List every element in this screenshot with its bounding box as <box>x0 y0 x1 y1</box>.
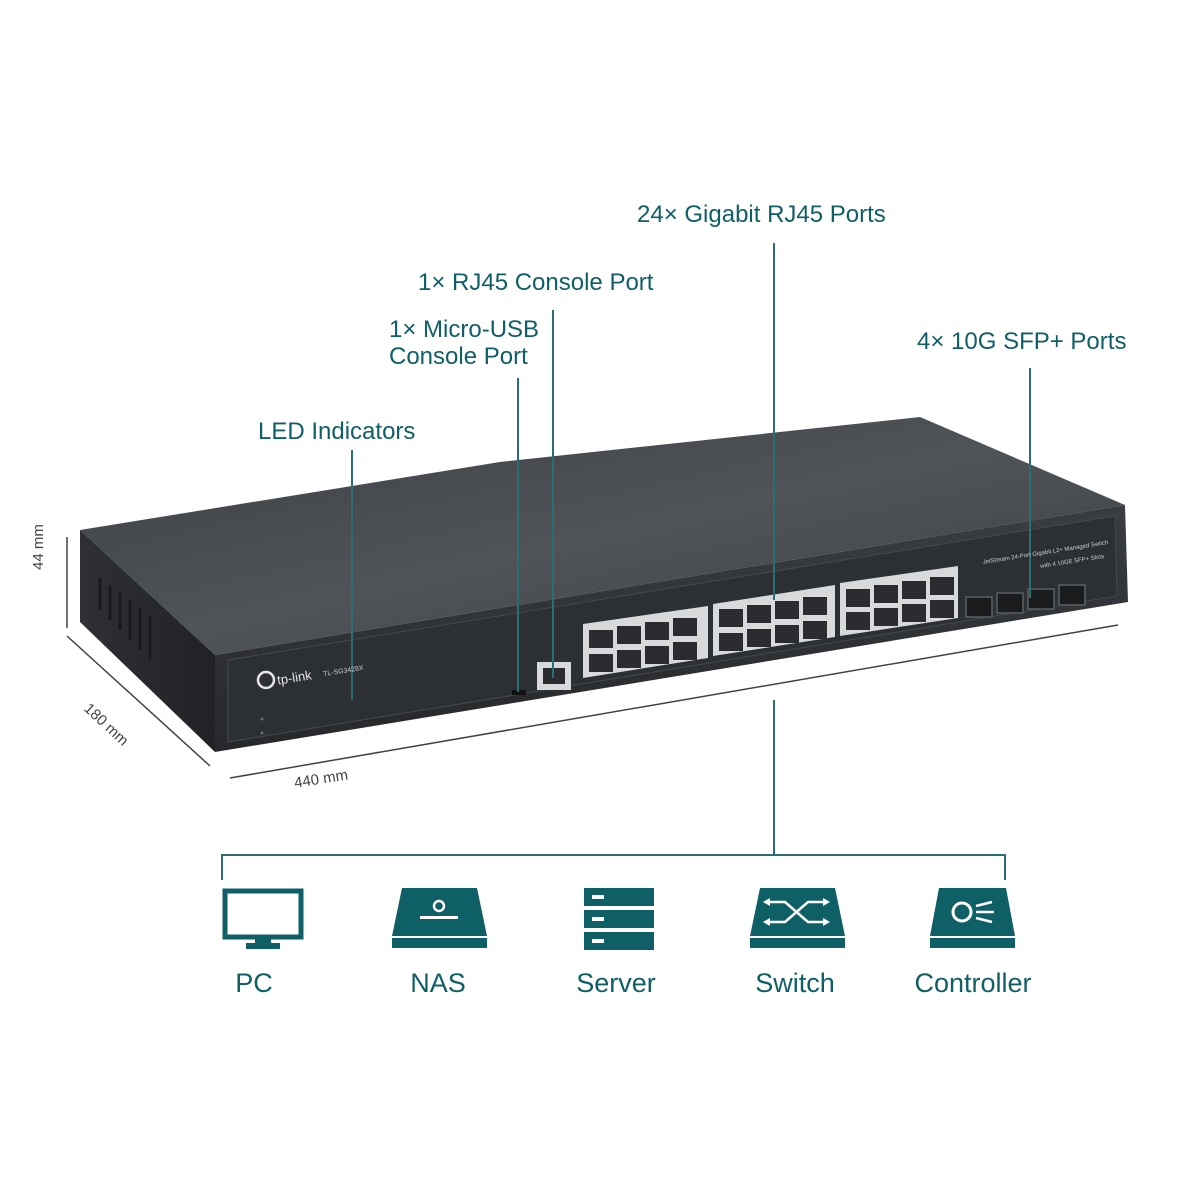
server-icon <box>584 888 654 955</box>
device-label-server: Server <box>576 968 656 998</box>
controller-icon <box>930 888 1015 955</box>
device-label-nas: NAS <box>410 968 466 998</box>
device-label-controller: Controller <box>914 968 1032 998</box>
port-block-3 <box>840 566 958 636</box>
dimension-lines <box>66 537 1119 779</box>
port-block-2 <box>713 585 835 656</box>
gigabit-ports-callout: 24× Gigabit RJ45 Ports <box>637 201 886 228</box>
tplink-logo-mark <box>256 670 276 690</box>
nas-icon <box>392 888 487 955</box>
usb-console-callout-line1: 1× Micro-USB <box>389 316 540 343</box>
device-label-switch: Switch <box>755 968 835 998</box>
port-block-1 <box>583 606 708 678</box>
monitor-icon <box>222 888 304 955</box>
chassis-side <box>80 530 215 752</box>
device-label-pc: PC <box>235 968 273 998</box>
leader-lines <box>221 243 1031 880</box>
rj45-console-callout: 1× RJ45 Console Port <box>418 269 654 296</box>
usb-console-port <box>512 690 526 695</box>
side-vents <box>98 578 152 660</box>
sfp-ports-callout: 4× 10G SFP+ Ports <box>917 328 1127 355</box>
sfp-ports <box>965 584 1086 618</box>
usb-console-callout-line2: Console Port <box>389 343 528 370</box>
height-dimension: 44 mm <box>30 524 47 570</box>
led-panel <box>260 717 264 735</box>
led-indicators-callout: LED Indicators <box>258 418 416 445</box>
switch-icon <box>750 888 845 955</box>
chassis-top <box>80 417 1125 655</box>
